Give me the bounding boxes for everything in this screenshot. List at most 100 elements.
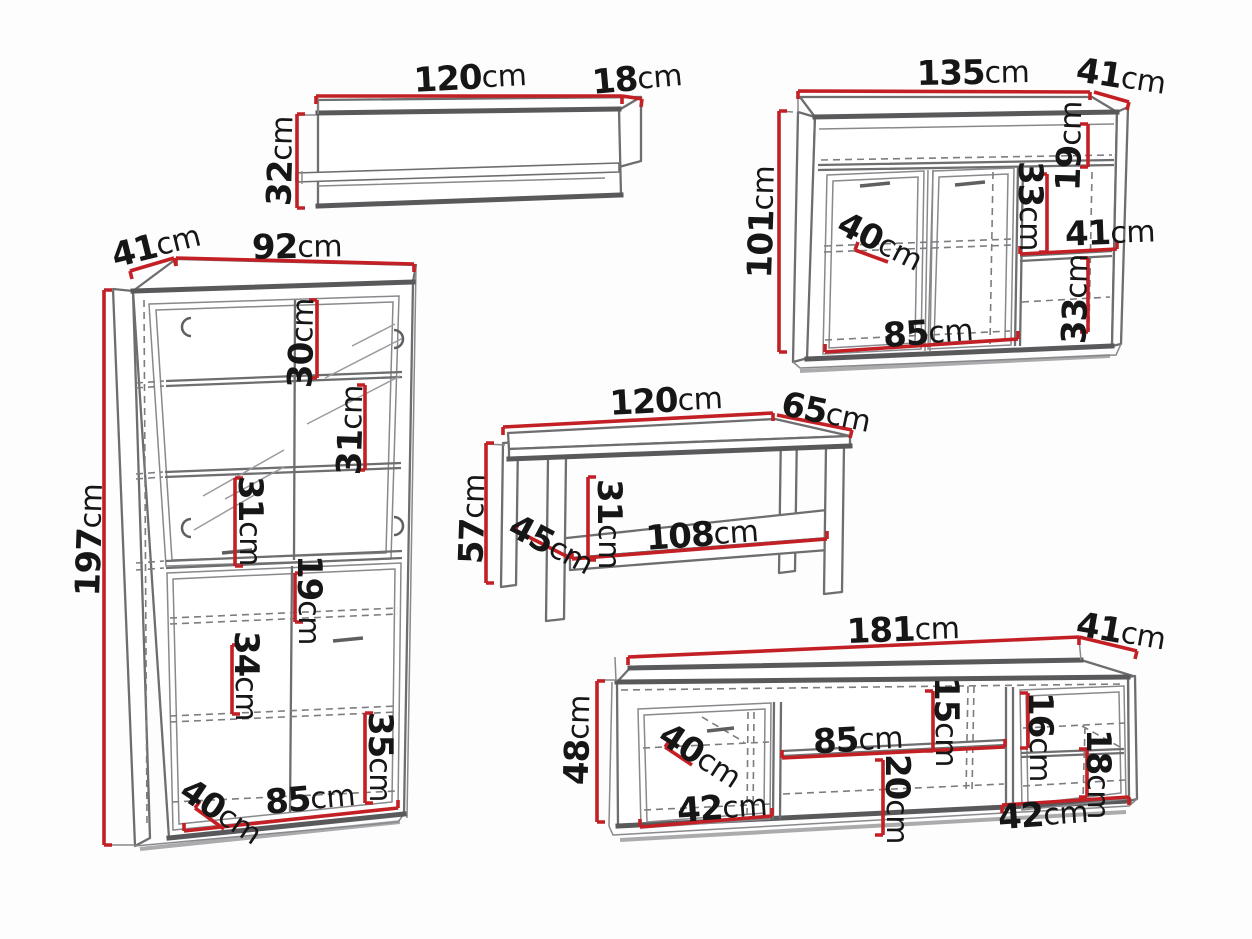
dim-line-lower-section [1080, 256, 1090, 334]
dim-tv-left-width: 42cm [676, 785, 769, 831]
dim-line-tv-depth [1078, 635, 1139, 660]
dim-line-shelf-depth [621, 94, 644, 108]
dim-line-table-inner-depth [513, 522, 571, 560]
lower-hidden-shelves [169, 607, 399, 803]
shelf-side-panel [617, 95, 643, 169]
dim-line-middle-shelf [233, 476, 243, 568]
dim-tv-upper-niche: 15cm [926, 677, 966, 767]
dim-line-tv-upper-niche [925, 689, 935, 753]
sideboard-handle-bars [859, 180, 986, 188]
sideboard-shadow [799, 354, 1111, 373]
wall-shelf-drawing [295, 94, 644, 210]
tv-right-shelf [1020, 747, 1125, 759]
door-handle-bars [221, 548, 364, 643]
dim-cabinet-lower-shelf: 34cm [226, 631, 266, 721]
dim-sideboard-upper-section: 33cm [1010, 161, 1050, 251]
sideboard-hidden-dashes [823, 171, 1111, 345]
dim-line-tv-lower-niche [875, 758, 885, 837]
dim-line-tv-left-width [638, 808, 774, 829]
tv-handle-bar [706, 726, 735, 733]
dim-sideboard-depth: 41cm [1073, 50, 1168, 104]
dim-line-shelf-height [295, 112, 305, 210]
shelf-edges [315, 106, 624, 209]
dim-line-inner-width [1018, 241, 1119, 256]
glass-door-divider [292, 299, 297, 561]
dim-table-length: 120cm [609, 378, 724, 424]
tv-dividers [771, 687, 1015, 821]
dim-line-tv-right-width [1000, 795, 1131, 813]
cabinet-thick-edges [130, 279, 416, 841]
dim-tv-width: 181cm [846, 608, 960, 652]
dim-tv-right-upper: 16cm [1020, 692, 1060, 782]
dim-cabinet-top-section: 30cm [280, 297, 323, 388]
dim-wall-shelf-depth: 18cm [590, 55, 683, 103]
sideboard-base-lines [792, 343, 1122, 369]
dim-tv-lower-niche: 20cm [877, 754, 917, 844]
dim-table-shelf-length: 108cm [644, 511, 759, 559]
dim-line-doors-width [823, 331, 1020, 354]
tv-right-door-frame [1019, 685, 1127, 811]
dim-line-table-clearance [586, 475, 596, 562]
dim-tv-right-width: 42cm [997, 792, 1090, 838]
dim-sideboard-top-niche: 19cm [1048, 100, 1091, 191]
sideboard-hidden-top-shelf [820, 154, 1113, 161]
glass-shelves [164, 370, 403, 479]
tv-stand-drawing [595, 635, 1139, 842]
dim-table-clearance: 31cm [589, 479, 629, 569]
dim-cabinet-niche: 19cm [289, 555, 329, 645]
tv-left-door-frame [637, 702, 772, 829]
dim-line-cabinet-width [174, 256, 416, 272]
dim-line-table-height [484, 441, 494, 585]
dim-sideboard-width: 135cm [916, 52, 1029, 94]
dim-cabinet-bottom-section: 35cm [360, 712, 400, 802]
dim-table-height: 57cm [451, 473, 494, 564]
glass-pane-reflections [193, 323, 404, 531]
display-cabinet-drawing [102, 256, 418, 851]
dim-line-upper-shelf [357, 383, 367, 472]
dim-line-table-depth [776, 413, 854, 439]
lower-door-divider [288, 565, 294, 813]
dim-line-top-section [309, 298, 319, 380]
cabinet-left-side [111, 287, 152, 848]
dim-line-tv-height [595, 679, 605, 824]
dim-sideboard-inner-width: 41cm [1064, 211, 1155, 254]
dim-tv-shelf-width: 85cm [812, 718, 904, 763]
sideboard-door-frames [822, 167, 1015, 355]
sideboard-drawing [777, 89, 1131, 373]
sideboard-thick-edges [804, 109, 1120, 362]
dim-line-sideboard-width [796, 89, 1092, 100]
dim-line-tv-right-upper [1020, 691, 1030, 750]
dim-line-tv-shelf-width [780, 739, 1007, 760]
dim-line-inner-depth [193, 799, 226, 831]
dim-tv-depth: 41cm [1073, 604, 1169, 659]
table-front-right-leg [822, 443, 846, 596]
dim-line-tv-inner-depth [663, 738, 693, 767]
dim-sideboard-height: 101cm [740, 165, 784, 279]
dim-line-cabinet-height [102, 288, 112, 847]
dim-line-sideboard-depth [1093, 90, 1131, 111]
tv-base-lines [608, 681, 1138, 836]
dim-line-table-length [501, 411, 775, 435]
tv-stand-shadow [619, 810, 1127, 842]
shelf-back-panel [316, 108, 623, 208]
dim-line-niche [293, 571, 303, 624]
sideboard-inner-top [818, 123, 1115, 130]
cabinet-mid-divider [165, 549, 403, 570]
dim-line-inner-depth [853, 241, 889, 264]
tv-middle-shelf [781, 738, 1006, 758]
dim-cabinet-inner-width: 85cm [263, 775, 356, 823]
dim-cabinet-upper-shelf: 31cm [329, 384, 372, 475]
dim-sideboard-lower-section: 33cm [1054, 253, 1097, 344]
dim-line-tv-right-lower [1079, 747, 1089, 799]
dim-line-top-niche [1080, 122, 1090, 169]
shelf-board-detail [301, 171, 606, 187]
dim-cabinet-width: 92cm [252, 226, 343, 268]
sideboard-top-shelf [817, 158, 1115, 172]
sideboard-door-divider [924, 169, 934, 352]
dim-sideboard-doors-width: 85cm [882, 310, 975, 356]
dim-wall-shelf-width: 120cm [413, 55, 528, 101]
dim-line-sideboard-height [777, 109, 787, 354]
dim-tv-height: 48cm [556, 694, 599, 785]
